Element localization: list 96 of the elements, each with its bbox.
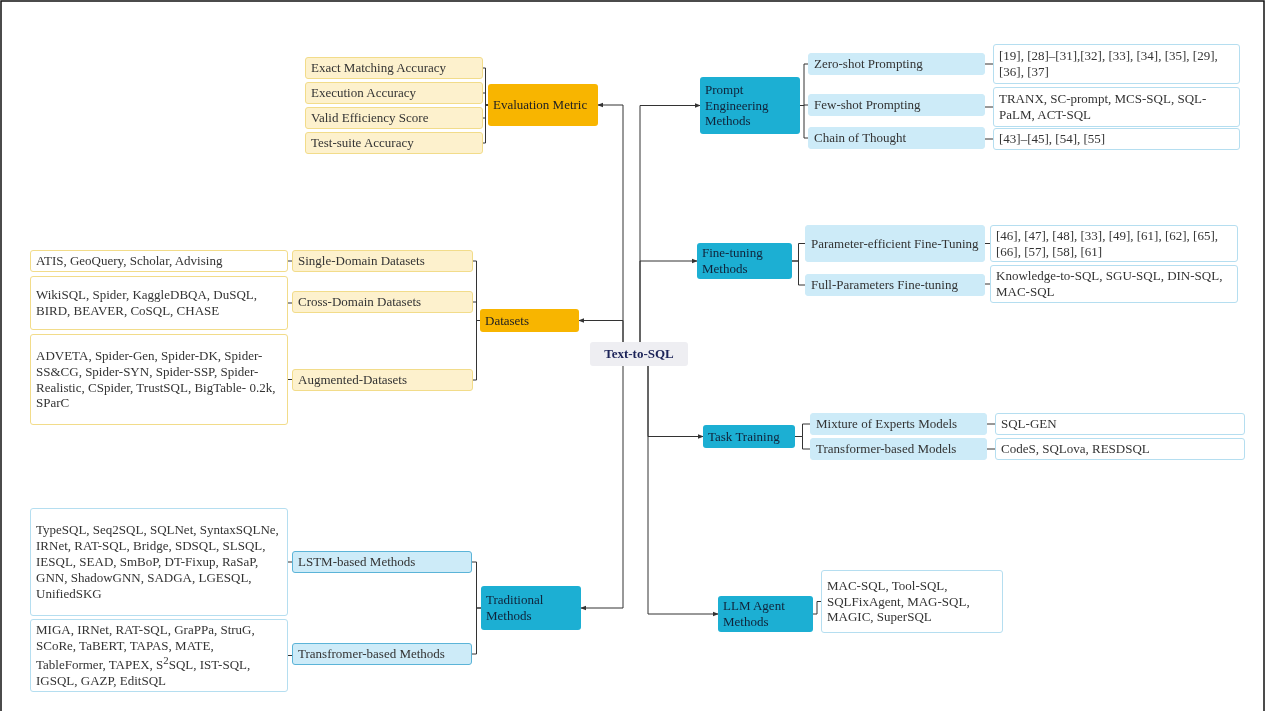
- examples-text: MIGA, IRNet, RAT-SQL, GraPPa, StruG, SCoRe, TaBERT, TAPAS, MATE, TableFormer, TAPEX, S$^{2}$SQL, IST-SQL, IGSQL, GAZP, EditSQL: [36, 622, 256, 689]
- category-box: [718, 596, 813, 632]
- root-box: [590, 342, 688, 366]
- connector-line: [287, 302, 293, 304]
- connector-line: [471, 607, 482, 655]
- root-label: Text-to-SQL: [604, 346, 674, 362]
- examples-box: [993, 44, 1240, 84]
- subcategory-label: Zero-shot Prompting: [814, 56, 923, 72]
- subcategory-box: [808, 127, 985, 149]
- subcategory-box: [810, 438, 987, 460]
- category-box: [700, 77, 800, 134]
- examples-box: [993, 87, 1240, 127]
- examples-text: SQL-GEN: [1001, 416, 1057, 432]
- connector-line: [984, 283, 991, 285]
- subcategory-box: [305, 82, 483, 104]
- connector-line: [791, 260, 806, 286]
- category-label: Task Training: [708, 428, 780, 445]
- subcategory-box: [805, 225, 985, 262]
- examples-text: [43]–[45], [54], [55]: [999, 131, 1106, 147]
- connector-line: [287, 561, 293, 563]
- subcategory-box: [292, 369, 473, 391]
- subcategory-label: Transformer-based Models: [816, 441, 957, 457]
- arrow: [578, 318, 624, 343]
- subcategory-label: Cross-Domain Datasets: [298, 294, 422, 310]
- subcategory-box: [808, 53, 985, 75]
- examples-box: [30, 619, 288, 692]
- connector-line: [984, 138, 994, 140]
- examples-text: Knowledge-to-SQL, SGU-SQL, DIN-SQL, MAC-SQL: [996, 268, 1224, 300]
- examples-box: [30, 334, 288, 425]
- subcategory-box: [305, 132, 483, 154]
- examples-box: [993, 128, 1240, 150]
- subcategory-box: [292, 643, 472, 665]
- connector-line: [812, 601, 822, 615]
- examples-box: [30, 508, 288, 616]
- subcategory-box: [805, 274, 985, 296]
- examples-text: [19], [28]–[31],[32], [33], [34], [35], [29], [36], [37]: [999, 48, 1219, 80]
- category-label: Fine-tuning Methods: [702, 245, 764, 277]
- category-label: Traditional Methods: [486, 592, 545, 624]
- connector-line: [794, 436, 811, 450]
- connector-line: [287, 260, 293, 262]
- examples-text: CodeS, SQLova, RESDSQL: [1001, 441, 1150, 457]
- subcategory-label: Full-Parameters Fine-tuning: [811, 277, 958, 293]
- examples-text: ATIS, GeoQuery, Scholar, Advising: [36, 253, 223, 269]
- subcategory-label: Mixture of Experts Models: [816, 416, 958, 432]
- examples-box: [30, 276, 288, 330]
- examples-text: ADVETA, Spider-Gen, Spider-DK, Spider- SS&CG, Spider-SYN, Spider-SSP, Spider-Realistic, CSpider, TrustSQL, BigTable- 0.2k, SParC: [36, 347, 277, 412]
- subcategory-box: [808, 94, 985, 116]
- examples-box: [821, 570, 1003, 633]
- subcategory-box: [292, 250, 473, 272]
- subcategory-box: [305, 57, 483, 79]
- category-box: [488, 84, 598, 126]
- subcategory-label: Execution Accuracy: [311, 85, 417, 101]
- subcategory-label: Few-shot Prompting: [814, 97, 921, 113]
- subcategory-label: Test-suite Accuracy: [311, 135, 414, 151]
- arrow: [639, 258, 698, 343]
- category-box: [480, 309, 579, 332]
- examples-text: [46], [47], [48], [33], [49], [61], [62], [65], [66], [57], [58], [61]: [996, 227, 1219, 260]
- subcategory-label: LSTM-based Methods: [298, 554, 416, 570]
- examples-text: TypeSQL, Seq2SQL, SQLNet, SyntaxSQLNe, IRNet, RAT-SQL, Bridge, SDSQL, SLSQL, IESQL, SEAD, SmBoP, DT-Fixup, RaSaP, GNN, ShadowGNN, SADGA, LGESQL, UnifiedSKG: [36, 522, 280, 602]
- examples-text: MAC-SQL, Tool-SQL, SQLFixAgent, MAG-SQL, MAGIC, SuperSQL: [827, 577, 971, 626]
- arrow: [580, 365, 624, 611]
- examples-box: [990, 225, 1238, 262]
- connector-line: [287, 379, 293, 380]
- connector-line: [984, 63, 994, 65]
- examples-box: [995, 413, 1245, 435]
- connector-line: [984, 243, 991, 244]
- subcategory-label: Single-Domain Datasets: [298, 253, 425, 269]
- examples-text: WikiSQL, Spider, KaggleDBQA, DuSQL, BIRD, BEAVER, CoSQL, CHASE: [36, 287, 259, 319]
- connector-line: [482, 104, 489, 144]
- examples-box: [30, 250, 288, 272]
- subcategory-label: Parameter-efficient Fine-Tuning: [811, 235, 979, 252]
- connector-line: [287, 655, 293, 656]
- subcategory-label: Valid Efficiency Score: [311, 110, 429, 126]
- arrow: [647, 365, 719, 617]
- category-label: Datasets: [485, 312, 530, 329]
- connector-line: [986, 448, 996, 450]
- subcategory-label: Chain of Thought: [814, 130, 907, 146]
- connector-line: [482, 92, 489, 106]
- connector-line: [986, 423, 996, 425]
- subcategory-label: Exact Matching Accuracy: [311, 60, 446, 76]
- connector-line: [984, 106, 994, 108]
- category-box: [697, 243, 792, 279]
- subcategory-box: [292, 551, 472, 573]
- subcategory-box: [305, 107, 483, 129]
- examples-box: [995, 438, 1245, 460]
- subcategory-box: [292, 291, 473, 313]
- category-box: [703, 425, 795, 448]
- category-label: Prompt Engineering Methods: [705, 81, 770, 130]
- examples-box: [990, 265, 1238, 303]
- examples-text: TRANX, SC-prompt, MCS-SQL, SQL-PaLM, ACT-SQL: [999, 91, 1208, 123]
- category-label: Evaluation Metric: [493, 97, 588, 113]
- category-label: LLM Agent Methods: [723, 598, 786, 630]
- subcategory-box: [810, 413, 987, 435]
- subcategory-label: Augmented-Datasets: [298, 372, 408, 388]
- category-box: [481, 586, 581, 630]
- subcategory-label: Transfromer-based Methods: [298, 646, 445, 662]
